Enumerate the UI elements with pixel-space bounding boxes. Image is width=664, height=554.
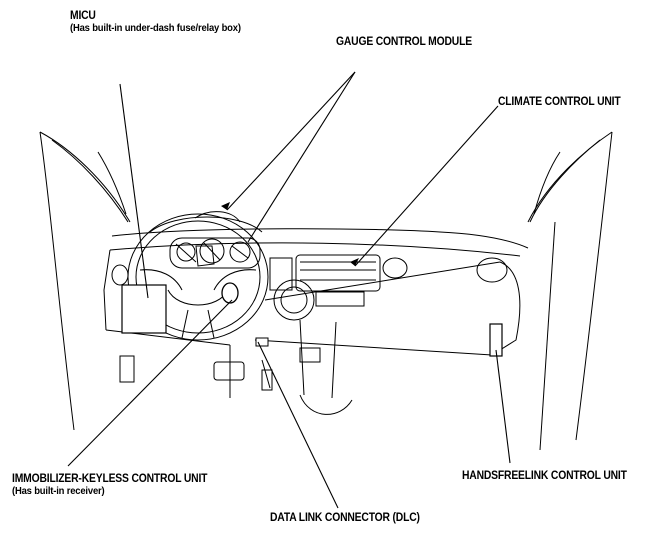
label-handsfreelink: HANDSFREELINK CONTROL UNIT: [462, 470, 627, 482]
leader-gauge-2: [247, 71, 356, 243]
handsfreelink-unit: [489, 323, 503, 357]
label-climate-control-unit: CLIMATE CONTROL UNIT: [498, 96, 621, 108]
dlc-connector: [255, 337, 269, 347]
floor-and-pedals: [119, 355, 353, 415]
windshield-frame: [39, 131, 613, 451]
label-immobilizer: IMMOBILIZER-KEYLESS CONTROL UNIT: [12, 473, 208, 485]
leader-dlc: [257, 341, 339, 509]
leader-immobilizer: [67, 299, 233, 467]
leader-climate: [354, 105, 499, 267]
leader-handsfree: [495, 349, 511, 464]
arrowheads: [221, 202, 359, 266]
arrowhead-gauge: [221, 202, 230, 210]
label-immobilizer-note: (Has built-in receiver): [12, 485, 105, 497]
gauge-cluster: [149, 211, 263, 269]
center-stack: [269, 254, 381, 399]
label-gauge-control-module: GAUGE CONTROL MODULE: [336, 36, 472, 48]
immobilizer-unit: [221, 282, 239, 304]
label-dlc: DATA LINK CONNECTOR (DLC): [270, 512, 420, 524]
dashboard: [103, 228, 529, 398]
arrowhead-climate: [350, 258, 359, 266]
micu-box: [121, 284, 167, 334]
leader-lines: [67, 71, 511, 509]
leader-gauge-1: [226, 71, 356, 211]
label-micu: MICU: [70, 10, 96, 22]
leader-micu: [119, 83, 149, 299]
label-micu-note: (Has built-in under-dash fuse/relay box): [70, 22, 241, 34]
